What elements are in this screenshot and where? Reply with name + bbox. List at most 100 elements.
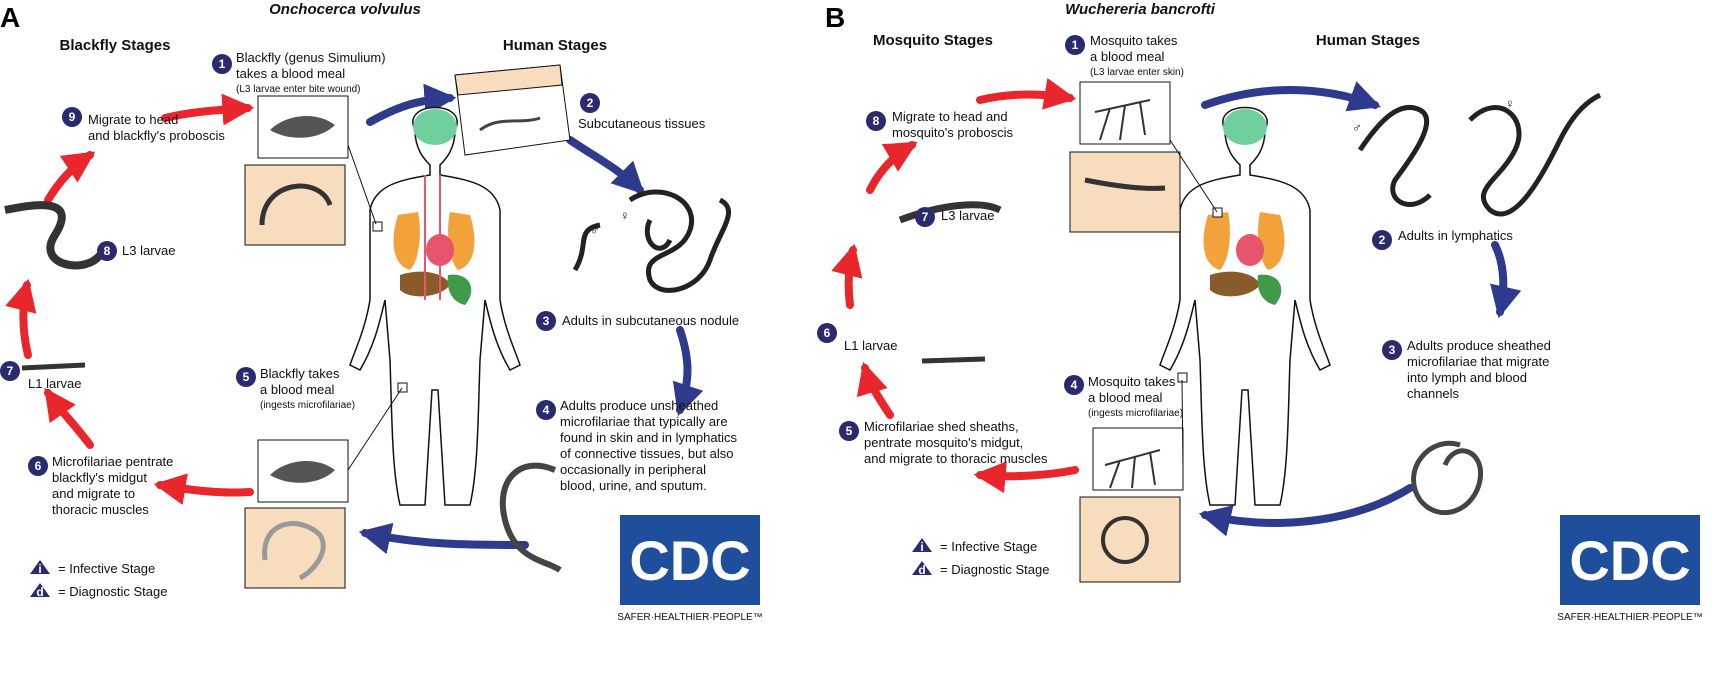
legend-infective-text-a: = Infective Stage	[58, 561, 155, 576]
step-3: 3 Adults in subcutaneous nodule	[536, 311, 739, 331]
cdc-logo-a: CDC SAFER·HEALTHIER·PEOPLE™	[617, 515, 763, 623]
microfilaria-icon-b	[1101, 516, 1149, 564]
step-text-line: of connective tissues, but also	[560, 446, 733, 461]
step-text-line: Subcutaneous tissues	[578, 116, 706, 131]
lungs-b	[1203, 212, 1285, 270]
step-text-line: L1 larvae	[844, 338, 897, 353]
panel-b-human-figure	[1159, 106, 1331, 506]
arrow-4-to-5	[358, 522, 529, 555]
step-text-line: thoracic muscles	[52, 502, 149, 517]
panel-a-left-header: Blackfly Stages	[60, 37, 171, 54]
panel-b: B Wuchereria bancrofti Mosquito Stages H…	[817, 1, 1703, 623]
panel-a: A Onchocerca volvulus Blackfly Stages Hu…	[0, 1, 763, 623]
step-text-line: channels	[1407, 386, 1460, 401]
step-text-line: Microfilariae pentrate	[52, 454, 173, 469]
step-number: 2	[587, 96, 594, 110]
step-number: 1	[219, 57, 226, 71]
human-body-outline-b	[1159, 106, 1331, 506]
step-text-line: Adults in lymphatics	[1398, 228, 1513, 243]
bite-site-marker-upper	[372, 221, 383, 232]
diagnostic-legend-icon	[30, 583, 50, 597]
step-text-line: a blood meal	[1088, 390, 1163, 405]
arrow-3-to-4-b	[1198, 484, 1414, 537]
adult-worms-lymphatics	[1357, 92, 1602, 217]
male-symbol-a: ♂	[590, 223, 600, 238]
step-number-badge	[839, 421, 859, 441]
brain-b	[1223, 109, 1267, 145]
step-subtext: (ingests microfilariae)	[1088, 408, 1183, 419]
step-text-line: microfilariae that typically are	[560, 414, 728, 429]
step-number: 6	[35, 459, 42, 473]
l3-larvae-icon-a-cycle	[4, 201, 104, 270]
vessels	[424, 175, 441, 300]
mosquito-icon-bottom	[1104, 449, 1161, 489]
step-text-line: mosquito's proboscis	[892, 125, 1013, 140]
mosquito-icon-top	[1094, 99, 1151, 141]
panel-b-right-header: Human Stages	[1316, 32, 1420, 49]
arrow-2-to-3-b	[1490, 241, 1522, 319]
blackfly-body-icon	[270, 115, 335, 138]
step-text-line: Adults produce sheathed	[1407, 338, 1551, 353]
step-number: 9	[69, 110, 76, 124]
step-number: 5	[243, 370, 250, 384]
panel-b-letter: B	[825, 2, 845, 33]
step-number-badge	[212, 54, 232, 74]
step-text-line: L3 larvae	[122, 243, 175, 258]
arrow-3-to-4	[672, 326, 704, 417]
panel-b-cycle-arrows	[831, 78, 1522, 537]
step-number: 2	[1379, 233, 1386, 247]
step-number: 6	[824, 326, 831, 340]
diagnostic-legend-icon-b	[912, 561, 932, 575]
step-text-line: L1 larvae	[28, 376, 81, 391]
microfilaria-skin-box-b	[1079, 496, 1181, 583]
microfilaria-skin-box-a	[244, 507, 346, 589]
step-number-badge	[0, 361, 20, 381]
arrow-7-to-8-b	[866, 141, 918, 194]
l1-larva-icon-a	[21, 362, 86, 371]
microfilaria-diagnostic-b	[1411, 440, 1484, 516]
step-text-line: takes a blood meal	[236, 66, 345, 81]
adult-worms-nodule	[572, 189, 732, 293]
legend-diagnostic-text-a: = Diagnostic Stage	[58, 584, 167, 599]
stomach	[447, 274, 472, 305]
stomach-b	[1257, 274, 1282, 305]
step-number-badge	[580, 93, 600, 113]
step-number-badge	[536, 311, 556, 331]
step-text-line: L3 larvae	[941, 208, 994, 223]
arrow-5-to-6	[153, 473, 254, 505]
step-text-line: Adults in subcutaneous nodule	[562, 313, 739, 328]
arrow-5-to-6-b	[856, 361, 894, 419]
arrow-6-to-7-b	[831, 243, 863, 309]
blackfly-body-icon-2	[270, 460, 335, 483]
cdc-logo-text-a: CDC	[629, 529, 750, 592]
step-number: 3	[543, 314, 550, 328]
panel-a-human-figure	[349, 106, 521, 506]
microfilaria-icon-a	[262, 521, 326, 581]
step-number-badge	[97, 241, 117, 261]
step-number-badge	[915, 207, 935, 227]
step-number: 4	[543, 403, 550, 417]
microfilaria-diagnostic-a	[499, 462, 562, 573]
step-number-badge	[1372, 230, 1392, 250]
step-2: 2 Adults in lymphatics	[1372, 228, 1513, 250]
step-text-line: Migrate to head and	[892, 109, 1008, 124]
panel-b-mosquito-box-bottom	[1079, 427, 1184, 583]
step-7: 7L1 larvae	[0, 361, 81, 391]
bite-site-marker-lower	[397, 382, 408, 393]
step-number-badge	[1382, 340, 1402, 360]
cdc-tagline-b: SAFER·HEALTHIER·PEOPLE™	[1557, 612, 1702, 623]
panel-a-title: Onchocerca volvulus	[269, 1, 421, 18]
step-subtext: (L3 larvae enter bite wound)	[236, 84, 361, 95]
